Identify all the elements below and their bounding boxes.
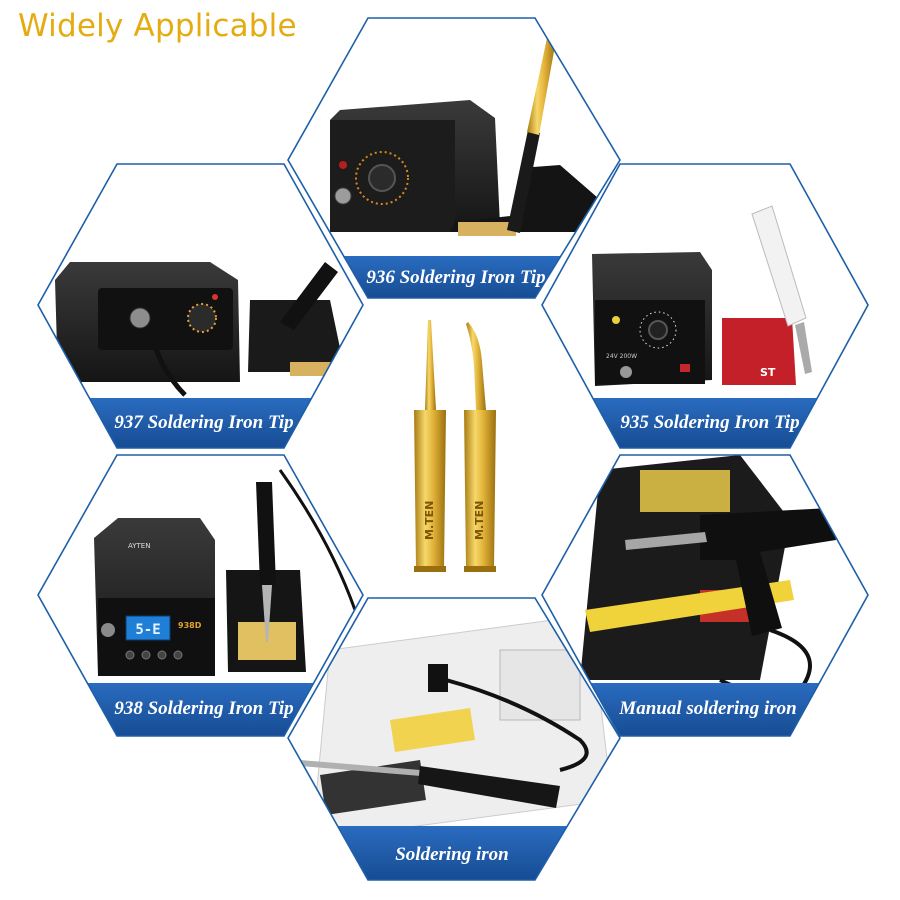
headline: Widely Applicable <box>18 8 297 44</box>
center-tips: M.TEN M.TEN <box>414 320 496 572</box>
caption-manual: Manual soldering iron <box>618 698 796 719</box>
iron-tip <box>795 322 812 374</box>
digital-display <box>125 615 171 641</box>
caption-935: 935 Soldering Iron Tip <box>620 412 799 433</box>
iron-holder <box>248 300 345 372</box>
hex-937: 937 Soldering Iron Tip <box>37 163 364 449</box>
power-led <box>339 161 347 169</box>
power-switch <box>680 364 690 372</box>
power-plug <box>428 664 448 692</box>
temperature-scale <box>355 151 409 205</box>
straight-tip: M.TEN <box>414 320 446 572</box>
iron-handle <box>256 482 276 585</box>
temperature-scale <box>639 311 677 349</box>
tip-brand: M.TEN <box>423 501 436 540</box>
tip-brand: M.TEN <box>473 501 486 540</box>
station-power-label: 24V 200W <box>606 353 637 360</box>
power-led <box>212 294 218 300</box>
iron-handle <box>507 130 540 233</box>
iron-tip <box>527 38 556 135</box>
display-readout: 5-E <box>135 622 160 638</box>
solder-gun-body <box>700 508 836 636</box>
caption-938: 938 Soldering Iron Tip <box>114 698 293 719</box>
pen-iron-handle <box>418 766 560 808</box>
connector-socket <box>620 366 632 378</box>
cleaning-sponge <box>458 222 516 236</box>
temperature-knob <box>648 320 668 340</box>
cleaning-sponge <box>290 362 336 376</box>
caption-936: 936 Soldering Iron Tip <box>366 267 545 288</box>
caption-pen-iron: Soldering iron <box>395 844 509 865</box>
gun-tip <box>625 532 707 550</box>
iron-tip <box>262 585 272 642</box>
station-model: 938D <box>178 621 202 630</box>
bent-tip: M.TEN <box>464 322 496 572</box>
connector-socket <box>334 187 352 205</box>
iron-handle <box>751 205 807 327</box>
iron-handle <box>280 262 338 330</box>
pen-iron-tip <box>300 760 421 776</box>
caption-937: 937 Soldering Iron Tip <box>114 412 293 433</box>
iron-cable <box>147 329 187 397</box>
connector-socket <box>101 623 115 637</box>
package-stripe <box>585 580 794 632</box>
temperature-knob <box>368 164 396 192</box>
power-cord <box>445 678 589 772</box>
temperature-knob <box>187 303 217 333</box>
holder-brand: ST <box>760 366 776 379</box>
connector-socket <box>129 307 151 329</box>
iron-cable <box>278 469 357 611</box>
power-led <box>612 316 620 324</box>
station-brand: AYTEN <box>128 542 150 550</box>
iron-holder <box>722 318 796 385</box>
